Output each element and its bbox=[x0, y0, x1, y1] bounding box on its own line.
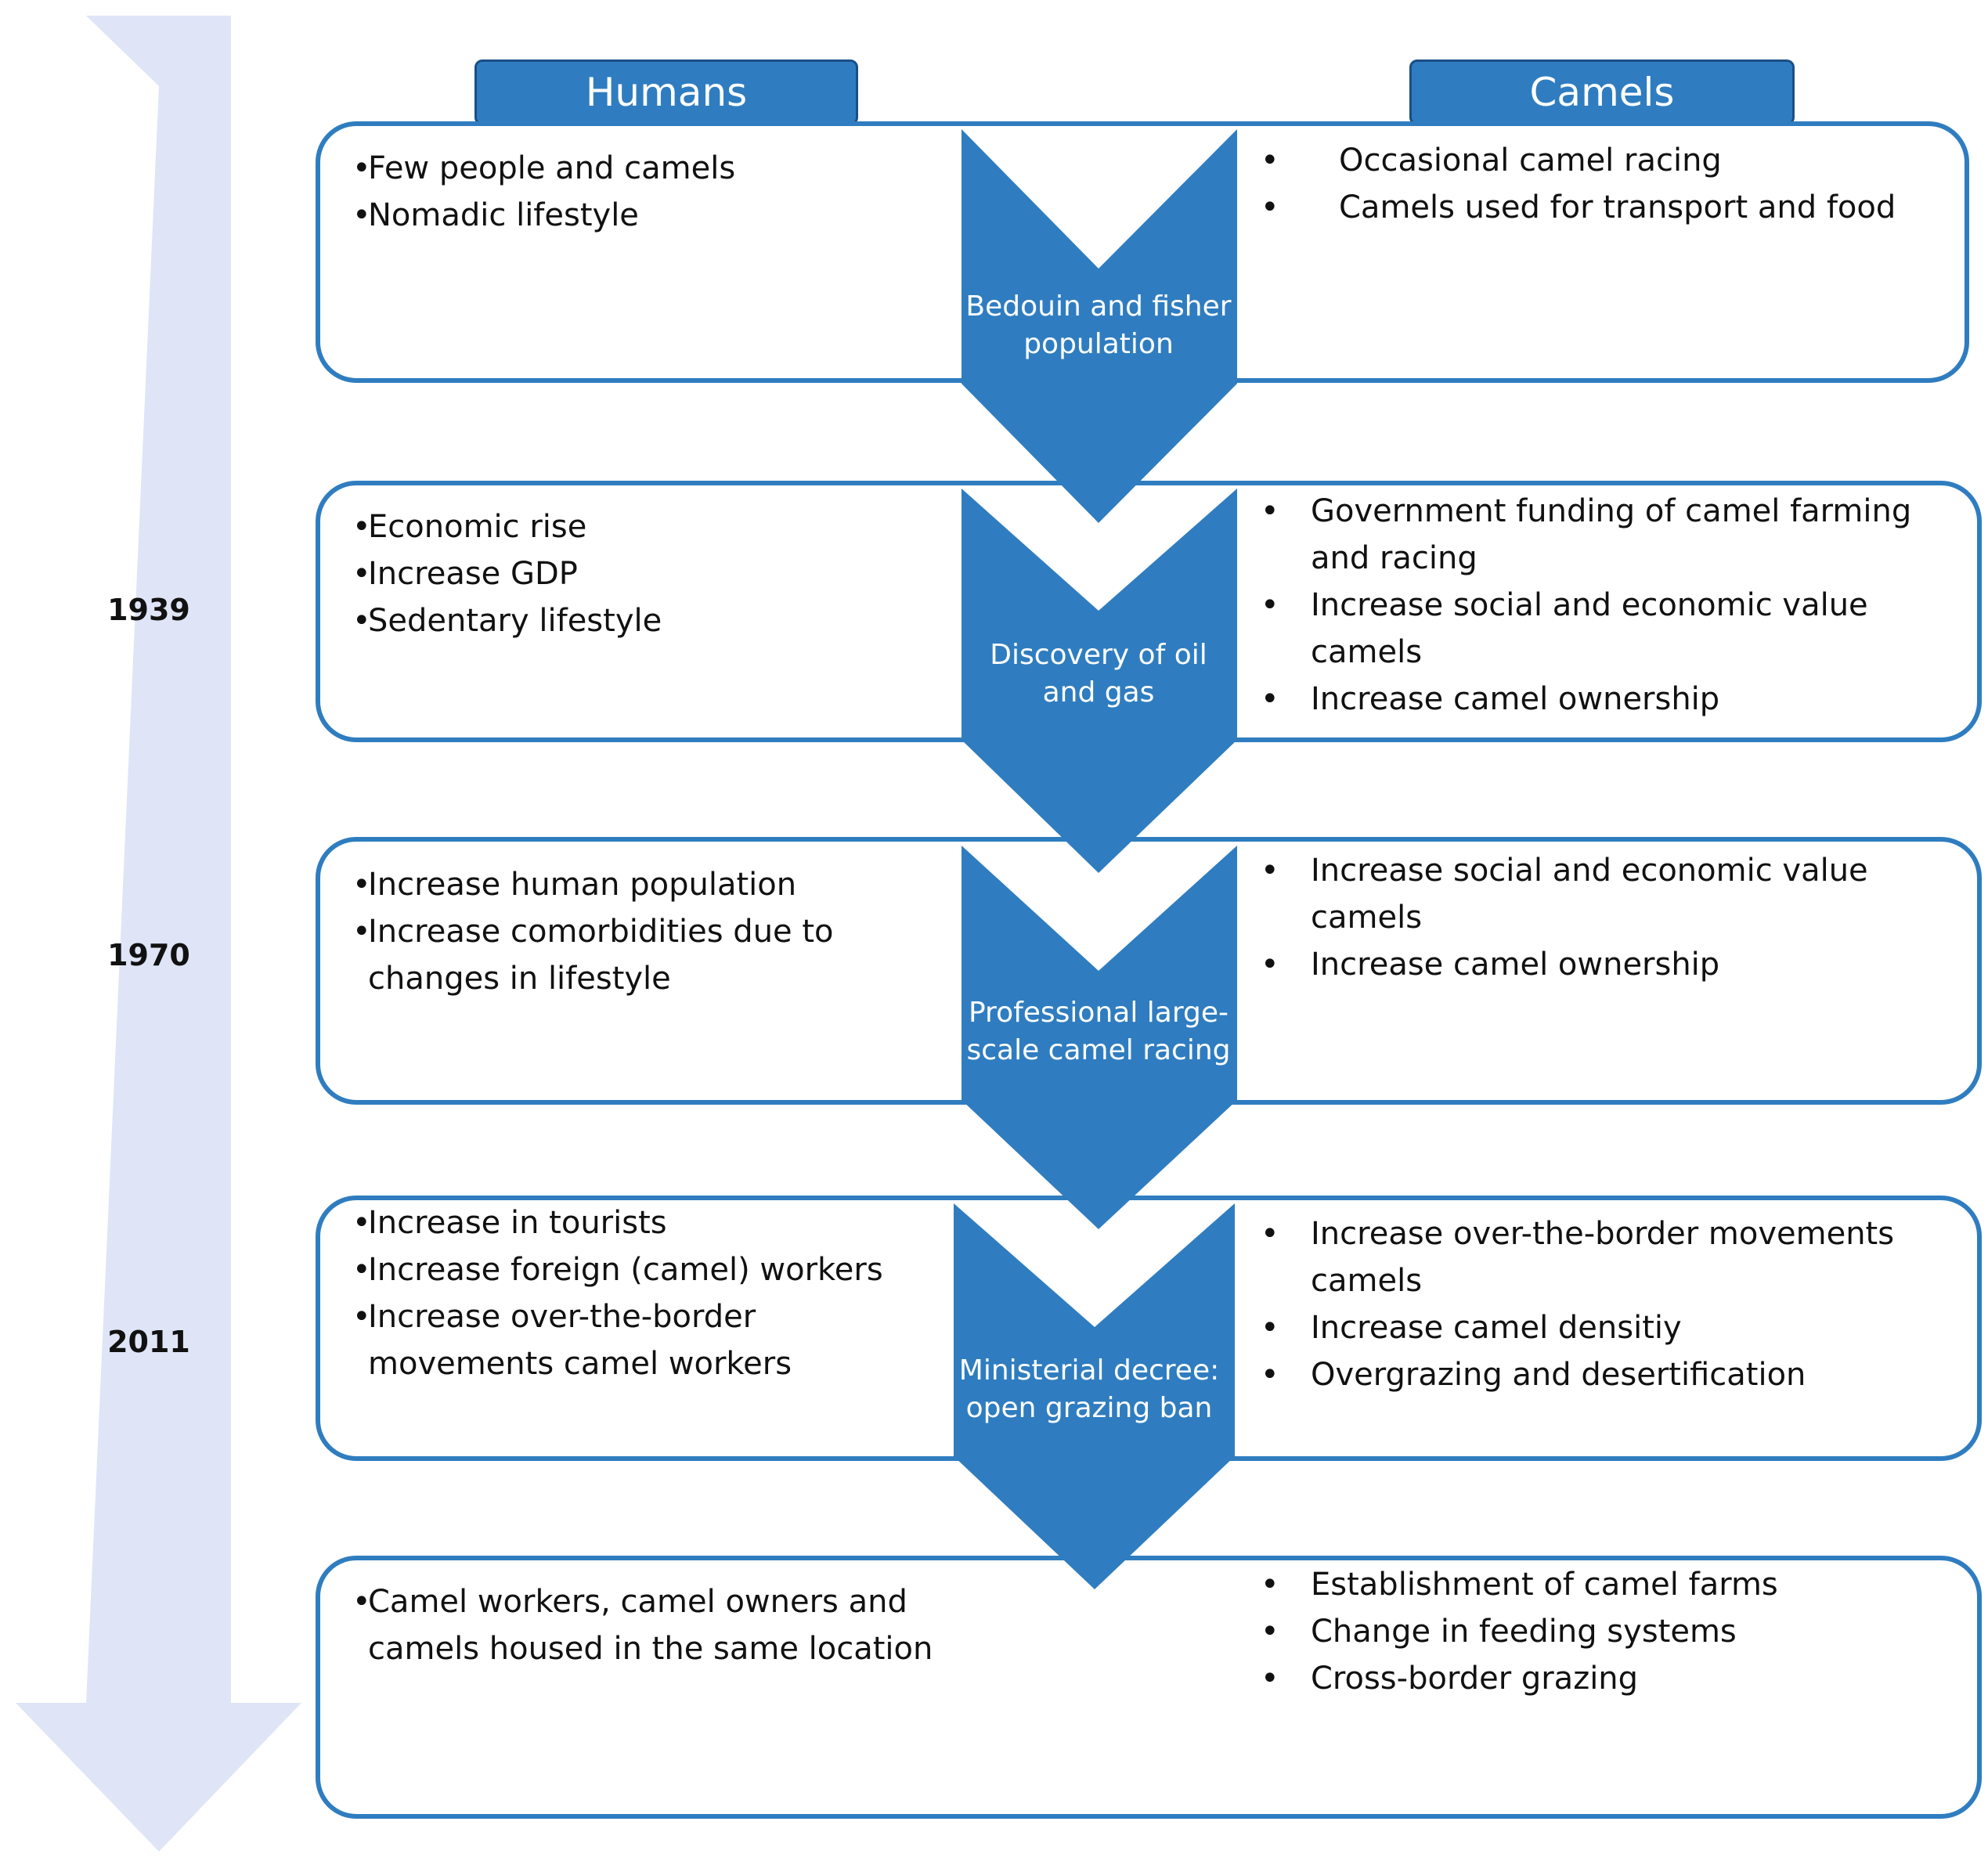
chevron-arrow-1 bbox=[962, 129, 1237, 523]
event-label-grazing-ban: Ministerial decree: open grazing ban bbox=[958, 1354, 1220, 1424]
humans-list-4: Increase in tourists Increase foreign (c… bbox=[352, 1199, 916, 1387]
event-label-camel-racing: Professional large-scale camel racing bbox=[966, 997, 1231, 1066]
chevron-arrow-3 bbox=[962, 846, 1237, 1229]
list-item: Increase foreign (camel) workers bbox=[352, 1246, 916, 1293]
list-item: Increase social and economic value camel… bbox=[1261, 582, 1950, 676]
list-item: Occasional camel racing bbox=[1261, 137, 1950, 184]
year-label: 1970 bbox=[107, 938, 190, 972]
camels-header: Camels bbox=[1409, 60, 1795, 125]
year-label: 2011 bbox=[107, 1325, 190, 1359]
list-item: Cross-border grazing bbox=[1261, 1655, 1950, 1702]
list-item: Increase GDP bbox=[352, 550, 947, 597]
list-item: Increase social and economic value camel… bbox=[1261, 847, 1950, 941]
list-item: Establishment of camel farms bbox=[1261, 1561, 1950, 1608]
list-item: Economic rise bbox=[352, 503, 947, 550]
event-label-bedouin: Bedouin and fisher population bbox=[965, 290, 1232, 360]
humans-list-1: Few people and camels Nomadic lifestyle bbox=[352, 145, 947, 239]
humans-list-2: Economic rise Increase GDP Sedentary lif… bbox=[352, 503, 947, 644]
event-label-oil-gas: Discovery of oil and gas bbox=[990, 639, 1207, 709]
list-item: Overgrazing and desertification bbox=[1261, 1351, 1950, 1398]
list-item: Few people and camels bbox=[352, 145, 947, 192]
list-item: Increase camel densitiy bbox=[1261, 1304, 1950, 1351]
list-item: Increase in tourists bbox=[352, 1199, 916, 1246]
list-item: Increase camel ownership bbox=[1261, 676, 1950, 723]
list-item: Nomadic lifestyle bbox=[352, 192, 947, 239]
camels-list-3: Increase social and economic value camel… bbox=[1261, 847, 1950, 988]
list-item: Increase over-the-border movements camel… bbox=[1261, 1210, 1950, 1304]
list-item: Camels used for transport and food bbox=[1261, 184, 1950, 231]
year-label: 1939 bbox=[107, 593, 190, 627]
list-item: Increase human population bbox=[352, 861, 893, 908]
list-item: Sedentary lifestyle bbox=[352, 597, 947, 644]
chevron-arrow-4 bbox=[954, 1203, 1235, 1589]
list-item: Change in feeding systems bbox=[1261, 1608, 1950, 1655]
humans-list-3: Increase human population Increase comor… bbox=[352, 861, 893, 1002]
camels-list-4: Increase over-the-border movements camel… bbox=[1261, 1210, 1950, 1398]
camels-list-2: Government funding of camel farming and … bbox=[1261, 488, 1950, 723]
list-item: Increase comorbidities due to changes in… bbox=[352, 908, 893, 1002]
camels-list-5: Establishment of camel farms Change in f… bbox=[1261, 1561, 1950, 1702]
camels-list-1: Occasional camel racing Camels used for … bbox=[1261, 137, 1950, 231]
list-item: Government funding of camel farming and … bbox=[1261, 488, 1950, 582]
humans-list-5: Camel workers, camel owners and camels h… bbox=[352, 1578, 947, 1672]
chevron-arrow-2 bbox=[962, 489, 1237, 873]
list-item: Increase camel ownership bbox=[1261, 941, 1950, 988]
list-item: Camel workers, camel owners and camels h… bbox=[352, 1578, 947, 1672]
list-item: Increase over-the-border movements camel… bbox=[352, 1293, 916, 1387]
